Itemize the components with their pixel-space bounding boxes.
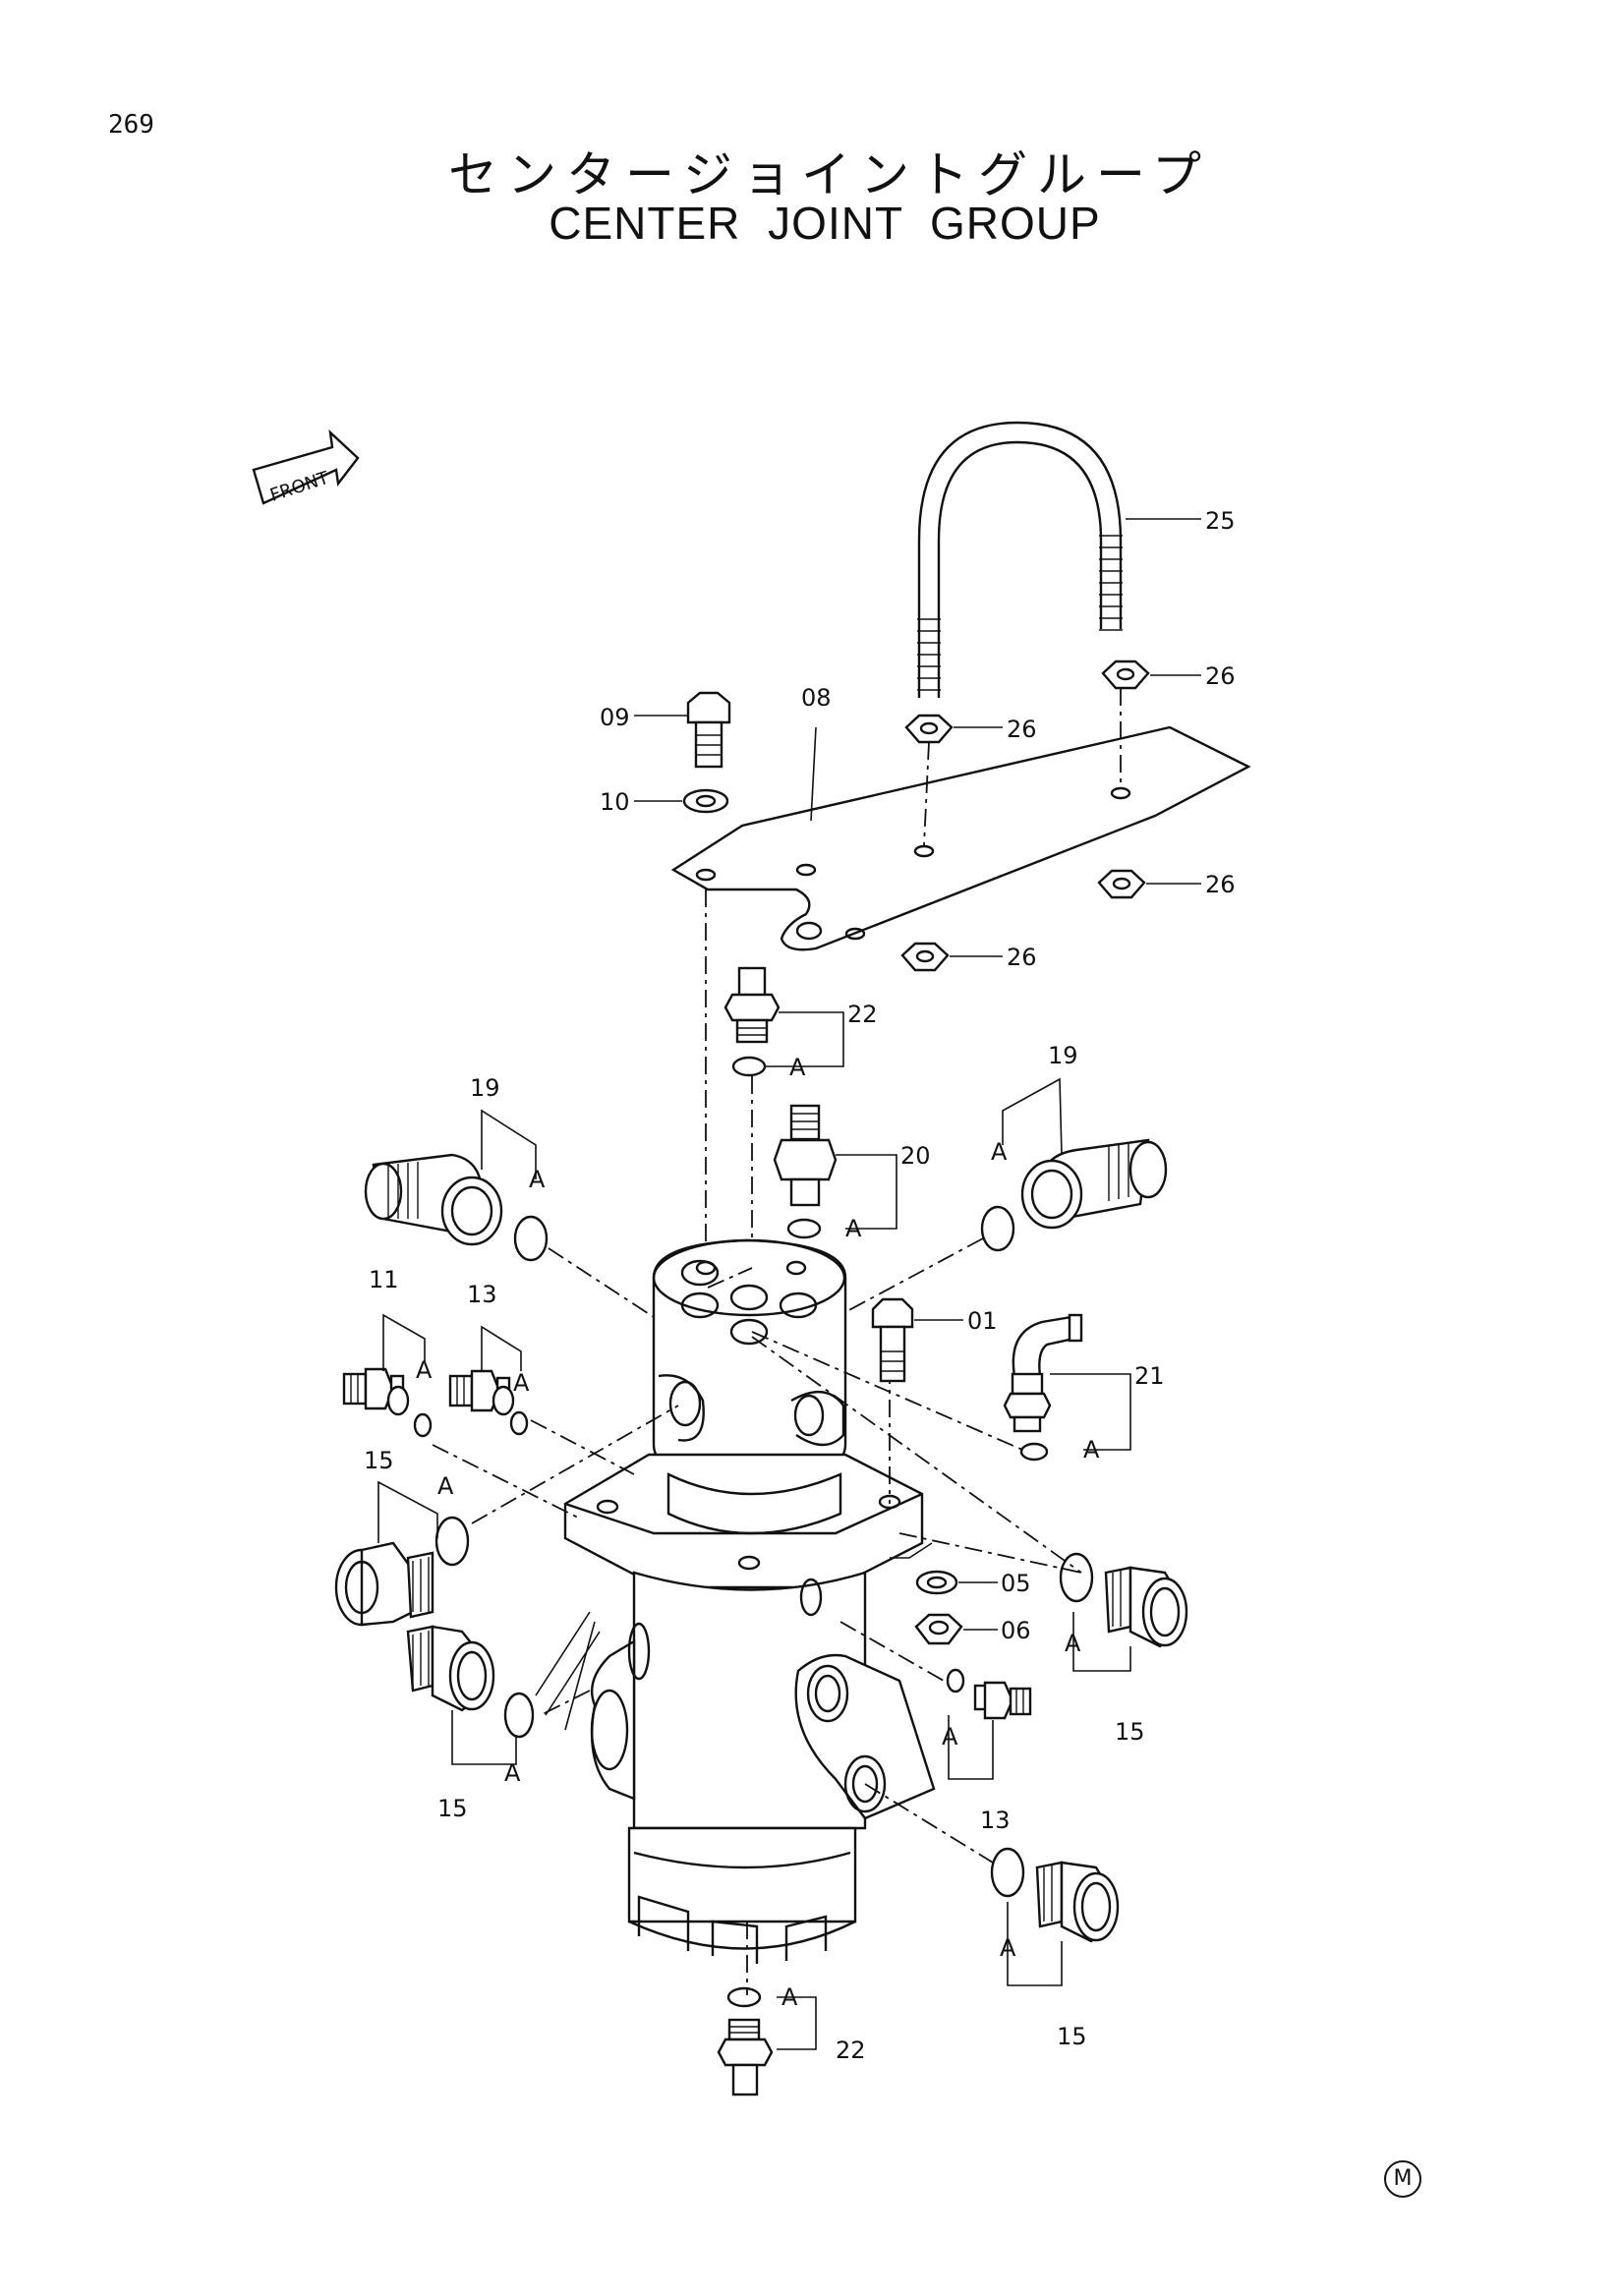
o-ring-marker: A: [504, 1759, 521, 1787]
washer-10: [634, 788, 729, 814]
nut-26-top-right: [1101, 660, 1201, 690]
o-ring-marker: A: [1065, 1630, 1081, 1657]
callout-22: 22: [847, 1001, 878, 1028]
callout-05: 05: [1001, 1570, 1031, 1597]
o-ring-marker: A: [845, 1215, 862, 1242]
washer-05: [890, 1542, 998, 1595]
callout-09: 09: [600, 704, 630, 731]
center-joint-body: [563, 1238, 936, 1964]
title-japanese: センタージョイントグループ: [448, 146, 1211, 203]
fitting-13-upper: [448, 1325, 529, 1436]
callout-15: 15: [1057, 2023, 1087, 2050]
callout-labels: 25 26 26 26 26 09 08 10 22 19 19 20 01 2…: [364, 507, 1236, 2064]
front-arrow-icon: FRONT: [252, 429, 360, 506]
nut-26-right: [1097, 869, 1201, 899]
fitting-15-right-lower: [990, 1847, 1120, 1986]
callout-15: 15: [437, 1795, 468, 1822]
o-ring-marker: A: [513, 1369, 530, 1397]
bolt-01: [871, 1297, 963, 1383]
nut-26-top-left: [904, 714, 1003, 744]
callout-26: 26: [1205, 871, 1236, 898]
o-ring-marker: A: [942, 1723, 958, 1751]
callout-25: 25: [1205, 507, 1236, 535]
title-english: CENTER JOINT GROUP: [549, 198, 1101, 249]
fitting-15-left-upper: [334, 1480, 470, 1627]
o-ring-markers: A A A A A A A A A A A A A: [416, 1054, 1100, 2011]
elbow-19-left: [364, 1109, 549, 1262]
fitting-22-bottom: [717, 1986, 817, 2096]
callout-22: 22: [836, 2037, 866, 2064]
fitting-13-lower: [946, 1668, 1032, 1780]
callout-21: 21: [1134, 1362, 1165, 1390]
o-ring-marker: A: [1000, 1934, 1016, 1962]
u-bolt: [917, 421, 1201, 698]
callout-15: 15: [364, 1447, 394, 1474]
callout-19: 19: [470, 1074, 500, 1102]
o-ring-marker: A: [781, 1983, 798, 2011]
fitting-15-left-lower: [406, 1625, 535, 1765]
fitting-22-top: [723, 966, 844, 1077]
o-ring-marker: A: [529, 1166, 546, 1193]
fitting-15-right-upper: [1059, 1552, 1188, 1672]
callout-08: 08: [801, 684, 832, 712]
page-number: 269: [108, 110, 154, 140]
fitting-11: [342, 1313, 433, 1438]
fitting-20: [773, 1104, 897, 1239]
bracket-plate: [670, 725, 1251, 951]
callout-13: 13: [467, 1281, 497, 1308]
footer-mark: M: [1384, 2160, 1421, 2198]
callout-15: 15: [1115, 1718, 1145, 1746]
o-ring-marker: A: [416, 1356, 433, 1384]
callout-13: 13: [980, 1807, 1011, 1834]
nut-06: [914, 1613, 998, 1645]
callout-10: 10: [600, 788, 630, 816]
callout-26: 26: [1007, 944, 1037, 971]
elbow-21: [1003, 1313, 1131, 1462]
o-ring-marker: A: [991, 1138, 1008, 1166]
callout-01: 01: [967, 1307, 998, 1335]
o-ring-marker: A: [437, 1472, 454, 1500]
o-ring-marker: A: [789, 1054, 806, 1081]
bolt-09: [634, 691, 731, 769]
callout-19: 19: [1048, 1042, 1078, 1069]
callout-26: 26: [1007, 716, 1037, 743]
callout-11: 11: [369, 1266, 399, 1293]
callout-06: 06: [1001, 1617, 1031, 1644]
callout-26: 26: [1205, 662, 1236, 690]
callout-20: 20: [900, 1142, 931, 1170]
elbow-19-right: [980, 1077, 1168, 1252]
nut-26-bottom: [900, 942, 1003, 972]
o-ring-marker: A: [1083, 1436, 1100, 1464]
